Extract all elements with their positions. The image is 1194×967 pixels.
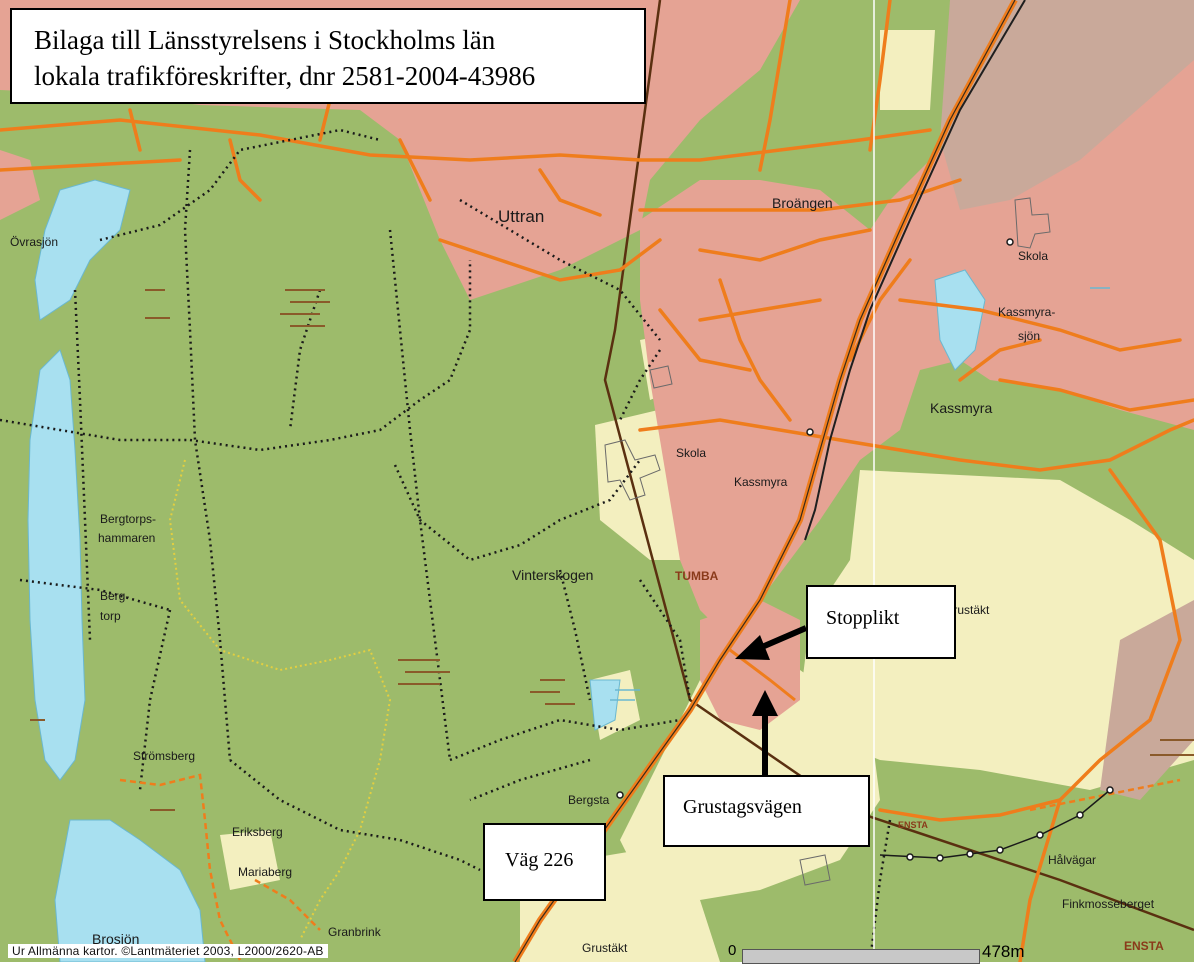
label-bergtorpshammaren-1: Bergtorps- <box>100 512 156 526</box>
label-granbrink: Granbrink <box>328 925 382 939</box>
label-skola-ne: Skola <box>1018 249 1048 263</box>
map-title-box: Bilaga till Länsstyrelsens i Stockholms … <box>10 8 646 104</box>
scale-bar: 0 <box>728 942 988 964</box>
scale-zero-label: 0 <box>728 942 737 959</box>
map-credit: Ur Allmänna kartor. ©Lantmäteriet 2003, … <box>8 944 328 958</box>
power-line <box>879 789 1111 859</box>
title-line-2: lokala trafikföreskrifter, dnr 2581-2004… <box>34 61 536 91</box>
label-kassmyra-c: Kassmyra <box>734 475 788 489</box>
label-bergtorpshammaren-2: hammaren <box>98 531 155 545</box>
label-brosjon: Brosjön <box>92 931 139 947</box>
label-bergsta: Bergsta <box>568 793 610 807</box>
label-eriksberg: Eriksberg <box>232 825 283 839</box>
label-bergtorp-2: torp <box>100 609 121 623</box>
label-ovrasjon: Övrasjön <box>10 235 58 249</box>
stopplikt-arrowhead <box>735 635 770 660</box>
grustagsvagen-road <box>729 648 796 702</box>
label-mariaberg: Mariaberg <box>238 865 292 879</box>
label-skola-c: Skola <box>676 446 706 460</box>
label-uttran: Uttran <box>498 207 544 226</box>
lake-ovrasjon <box>34 179 131 321</box>
water-bodies <box>27 179 986 963</box>
label-tumba: TUMBA <box>675 569 719 583</box>
water-marsh-symbols <box>610 287 1110 701</box>
label-grustakt-s: Grustäkt <box>582 941 628 955</box>
footpaths <box>0 128 892 963</box>
stopplikt-callout: Stopplikt <box>806 585 956 659</box>
power-poles <box>616 238 1114 862</box>
trail-yellow <box>168 459 392 941</box>
label-finkmosseberget: Finkmosseberget <box>1062 897 1155 911</box>
marsh-symbols <box>30 289 1194 811</box>
place-labels: Uttran Broängen Övrasjön Skola Kassmyra-… <box>10 195 1164 955</box>
callout-arrows <box>735 625 808 775</box>
title-line-1: Bilaga till Länsstyrelsens i Stockholms … <box>34 25 496 55</box>
label-vinterskogen: Vinterskogen <box>512 567 593 583</box>
railway <box>804 0 1026 541</box>
building-outlines <box>604 197 1051 886</box>
grustagsvagen-callout: Grustagsvägen <box>663 775 870 847</box>
scale-distance-label: 478m <box>982 942 1025 961</box>
lake-kassmyrasjon <box>934 269 986 371</box>
boundary-lines <box>603 0 1194 932</box>
vag-226-callout: Väg 226 <box>483 823 606 901</box>
label-stromsberg: Strömsberg <box>133 749 195 763</box>
label-kassmyrasjon-2: sjön <box>1018 329 1040 343</box>
label-bergtorp-1: Berg- <box>100 589 129 603</box>
grustag-arrowhead <box>752 690 778 716</box>
lake-brosjon <box>54 819 206 963</box>
label-broangen: Broängen <box>772 195 833 211</box>
label-kassmyra: Kassmyra <box>930 400 992 416</box>
label-ensta-2: ENSTA <box>1124 939 1164 953</box>
label-ensta-1: ENSTA <box>898 820 928 830</box>
label-kassmyrasjon-1: Kassmyra- <box>998 305 1055 319</box>
lake-long <box>27 349 86 781</box>
label-halvagar: Hålvägar <box>1048 853 1096 867</box>
pond <box>589 679 621 731</box>
industrial-areas <box>940 0 1194 800</box>
trail-orange <box>119 773 1181 961</box>
